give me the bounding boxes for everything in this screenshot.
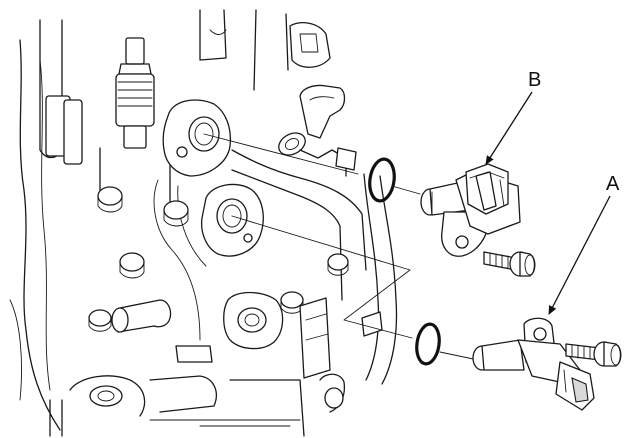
label-a: A xyxy=(606,173,620,195)
callout-arrow-a xyxy=(548,195,611,315)
o-ring-upper xyxy=(368,157,396,203)
bolt-sensor-a xyxy=(565,341,622,367)
bolt-sensor-b xyxy=(483,251,536,277)
block-bolt-3 xyxy=(88,309,112,332)
engine-block xyxy=(9,9,398,437)
block-bolt-2 xyxy=(119,252,145,279)
sensor-b xyxy=(420,163,521,257)
block-bolt-5 xyxy=(327,253,349,276)
block-bolt-6 xyxy=(280,291,304,314)
alignment-lines xyxy=(203,133,479,361)
block-bolt-1 xyxy=(97,186,123,213)
label-b: B xyxy=(528,69,541,91)
callout-arrow-b xyxy=(485,91,533,165)
block-bolt-4 xyxy=(163,200,189,227)
sensor-a xyxy=(472,317,595,411)
o-ring-lower xyxy=(415,322,441,366)
